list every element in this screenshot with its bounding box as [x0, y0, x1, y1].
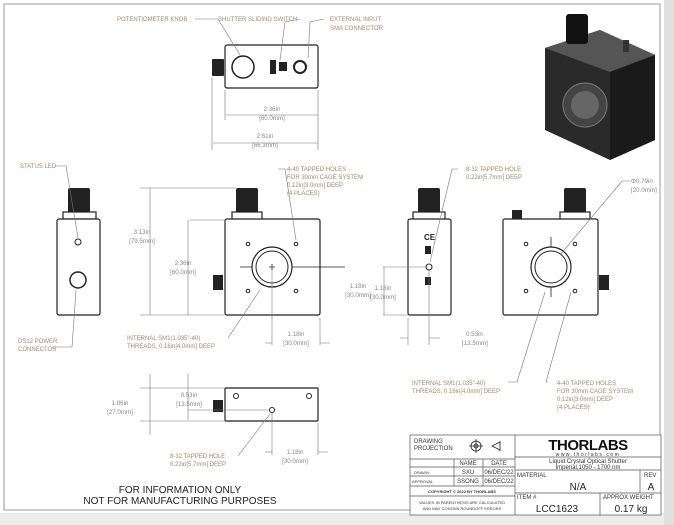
- label-potentiometer: POTENTIOMETER KNOB: [117, 17, 187, 23]
- dim-depth-mm: [27.0mm]: [107, 409, 133, 416]
- weight-value: 0.17 kg: [615, 504, 648, 515]
- copyright: COPYRIGHT © 2022 BY THORLABS: [428, 489, 496, 494]
- dim-width-mm: [60.0mm]: [259, 115, 285, 122]
- title-block-text: DRAWING PROJECTION NAME DATE DRAWN SXU 0…: [412, 437, 656, 515]
- label-aperture: Φ0.79in: [631, 178, 653, 185]
- product-title: Liquid Crystal Optical Shutter: [549, 459, 627, 465]
- dim-width: 2.36in: [264, 106, 281, 113]
- product-3d-render: [545, 14, 655, 160]
- label-4-40-back-2: FOR 30mm CAGE SYSTEM: [557, 389, 633, 395]
- item-value: LCC1623: [536, 504, 579, 515]
- notice-line-1: FOR INFORMATION ONLY: [119, 485, 242, 496]
- label-power-2: CONNECTOR: [18, 347, 57, 353]
- dim-center: 1.18in: [288, 331, 305, 338]
- potentiometer-knob: [231, 55, 255, 79]
- projection-label-2: PROJECTION: [414, 446, 453, 452]
- dim-side-center: 1.18in: [375, 285, 392, 292]
- dim-center-v-mm: [30.0mm]: [345, 292, 371, 299]
- projection-symbol-icon: [469, 439, 501, 453]
- side-view-left: [52, 165, 101, 348]
- name-header: NAME: [459, 461, 476, 467]
- scrollbar[interactable]: [664, 0, 674, 525]
- label-power: DS12 POWER: [18, 339, 58, 345]
- dim-height: 3.13in: [134, 229, 151, 236]
- date-header: DATE: [491, 461, 507, 467]
- rev-value: A: [648, 482, 655, 493]
- label-4-40: 4-40 TAPPED HOLES: [287, 167, 346, 173]
- title-block: [409, 434, 662, 516]
- dim-depth: 1.06in: [112, 400, 129, 407]
- dim-bottom-center-mm: [30.0mm]: [282, 458, 308, 465]
- bottom-view: [140, 374, 328, 457]
- label-4-40-3: 0.12in[3.0mm] DEEP: [287, 183, 343, 189]
- dim-offset: 0.53in: [466, 331, 483, 338]
- label-status-led: STATUS LED: [20, 164, 57, 170]
- label-sm1-back-2: THREADS, 0.16in[4.0mm] DEEP: [412, 389, 500, 395]
- dim-height-mm: [79.5mm]: [129, 238, 155, 245]
- values-note: VALUES IN PARENTHESIS ARE CALCULATED: [419, 500, 505, 505]
- label-8-32: 8-32 TAPPED HOLE: [466, 167, 521, 173]
- label-sm1-back: INTERNAL SM1(1.035"-40): [412, 381, 485, 387]
- notice-line-2: NOT FOR MANUFACTURING PURPOSES: [83, 496, 276, 507]
- label-8-32-2: 0.22in[5.7mm] DEEP: [466, 175, 522, 181]
- label-sm1: INTERNAL SM1(1.035"-40): [127, 336, 200, 342]
- top-view: [195, 18, 325, 150]
- website: www.thorlabs.com: [556, 452, 621, 458]
- thorlabs-logo: THORLABS: [548, 437, 628, 454]
- dim-center-v: 1.18in: [350, 283, 367, 290]
- label-4-40-4: (4 PLACES): [287, 191, 320, 197]
- label-8-32-bottom-2: 0.22in[5.7mm] DEEP: [170, 462, 226, 468]
- material-label: MATERIAL: [517, 473, 547, 479]
- values-note-2: AND MAY CONTAIN ROUNDOFF ERRORS: [423, 506, 502, 511]
- dim-center-mm: [30.0mm]: [283, 340, 309, 347]
- weight-label: APPROX WEIGHT: [603, 495, 654, 501]
- front-view: [140, 168, 345, 345]
- label-aperture-mm: [20.0mm]: [631, 187, 657, 194]
- back-view: [502, 180, 630, 383]
- dim-bottom-center: 1.18in: [287, 449, 304, 456]
- svg-text:CE: CE: [424, 233, 436, 242]
- power-connector: [69, 271, 87, 289]
- label-4-40-2: FOR 30mm CAGE SYSTEM: [287, 175, 363, 181]
- label-external-input: EXTERNAL INPUT: [330, 17, 381, 23]
- dim-offset-mm: [13.5mm]: [462, 340, 488, 347]
- label-4-40-back-4: (4 PLACES): [557, 405, 590, 411]
- approval-date: 06/DEC/22: [484, 479, 514, 485]
- rev-label: REV: [644, 473, 656, 479]
- dim-bottom-offset: 0.53in: [181, 392, 198, 399]
- label-sm1-2: THREADS, 0.16in[4.0mm] DEEP: [127, 344, 215, 350]
- label-4-40-back-3: 0.12in[3.0mm] DEEP: [557, 397, 613, 403]
- drawn-date: 06/DEC/22: [484, 470, 514, 476]
- label-sma: SMA CONNECTOR: [330, 26, 384, 32]
- dim-body-height: 2.36in: [175, 260, 192, 267]
- label-8-32-bottom: 8-32 TAPPED HOLE: [170, 454, 225, 460]
- label-shutter-switch: SHUTTER SLIDING SWITCH: [218, 17, 297, 23]
- approval-name: SSONG: [457, 479, 479, 485]
- dim-side-center-mm: [30.0mm]: [370, 294, 396, 301]
- drawn-label: DRAWN: [414, 470, 429, 475]
- material-value: N/A: [570, 482, 587, 493]
- dim-body-height-mm: [60.0mm]: [170, 269, 196, 276]
- approval-label: APPROVAL: [412, 479, 434, 484]
- product-subtitle: Imperial,1050 - 1700 nm: [555, 465, 620, 471]
- dim-total-width: 2.61in: [257, 133, 274, 140]
- status-led: [74, 238, 82, 246]
- item-label: ITEM #: [517, 495, 537, 501]
- drawn-name: SXU: [462, 470, 474, 476]
- label-4-40-back: 4-40 TAPPED HOLES: [557, 381, 616, 387]
- projection-label: DRAWING: [414, 439, 443, 445]
- dim-total-width-mm: [66.3mm]: [252, 142, 278, 149]
- side-view-right: CE: [383, 168, 458, 345]
- dim-bottom-offset-mm: [13.5mm]: [176, 401, 202, 408]
